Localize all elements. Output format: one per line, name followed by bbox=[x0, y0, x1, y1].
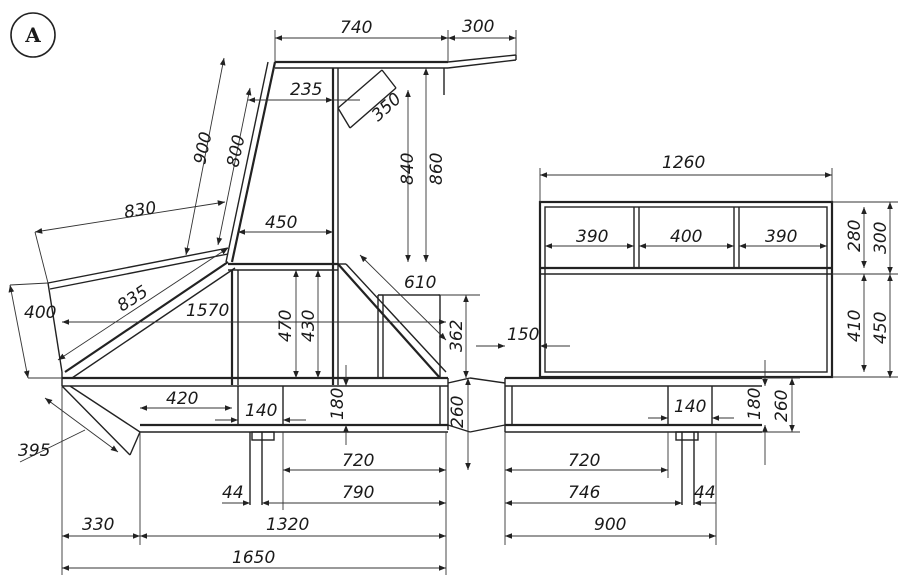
dim-330: 330 bbox=[82, 515, 114, 535]
dim-840: 840 bbox=[398, 153, 418, 185]
dim-410: 410 bbox=[845, 310, 865, 342]
right-frame bbox=[504, 200, 834, 505]
dim-180-left: 180 bbox=[328, 388, 348, 420]
dim-362: 362 bbox=[447, 320, 467, 352]
view-badge: A bbox=[10, 12, 56, 58]
dim-450-right: 450 bbox=[871, 312, 891, 344]
dim-860: 860 bbox=[427, 153, 447, 185]
dim-395: 395 bbox=[18, 441, 50, 461]
dim-420: 420 bbox=[166, 389, 198, 409]
dim-140-left: 140 bbox=[245, 401, 277, 421]
dim-390-b: 390 bbox=[765, 227, 797, 247]
dim-180-right: 180 bbox=[745, 388, 765, 420]
dim-44-right: 44 bbox=[694, 483, 716, 503]
dim-260-left: 260 bbox=[448, 396, 468, 428]
dim-450: 450 bbox=[265, 213, 297, 233]
dim-1260: 1260 bbox=[662, 153, 705, 173]
dim-44-left: 44 bbox=[222, 483, 244, 503]
dim-900-right: 900 bbox=[594, 515, 626, 535]
dim-790: 790 bbox=[342, 483, 374, 503]
dim-1650: 1650 bbox=[232, 548, 275, 568]
dim-720-right: 720 bbox=[568, 451, 600, 471]
dim-1320: 1320 bbox=[266, 515, 309, 535]
dim-720-left: 720 bbox=[342, 451, 374, 471]
dim-430: 430 bbox=[299, 310, 319, 342]
dimension-labels: 740 300 235 350 900 800 840 860 830 450 … bbox=[18, 17, 891, 568]
dim-390-a: 390 bbox=[576, 227, 608, 247]
dim-1570: 1570 bbox=[186, 301, 229, 321]
dim-300-top: 300 bbox=[462, 17, 494, 37]
dim-280: 280 bbox=[845, 220, 865, 252]
dim-300-right: 300 bbox=[871, 222, 891, 254]
dim-350: 350 bbox=[368, 89, 405, 126]
dim-150: 150 bbox=[507, 325, 539, 345]
dim-235: 235 bbox=[290, 80, 322, 100]
dim-610: 610 bbox=[404, 273, 436, 293]
dim-260-right: 260 bbox=[772, 390, 792, 422]
dim-400-mid: 400 bbox=[670, 227, 702, 247]
dim-140-right: 140 bbox=[674, 397, 706, 417]
view-badge-label: A bbox=[24, 23, 41, 47]
dimension-lines bbox=[8, 30, 898, 575]
dim-470: 470 bbox=[276, 310, 296, 342]
dim-746: 746 bbox=[568, 483, 601, 503]
dim-400-left: 400 bbox=[24, 303, 56, 323]
dim-740: 740 bbox=[340, 18, 372, 38]
dim-830: 830 bbox=[123, 198, 158, 223]
dim-800: 800 bbox=[223, 133, 249, 169]
dim-900: 900 bbox=[190, 130, 216, 166]
